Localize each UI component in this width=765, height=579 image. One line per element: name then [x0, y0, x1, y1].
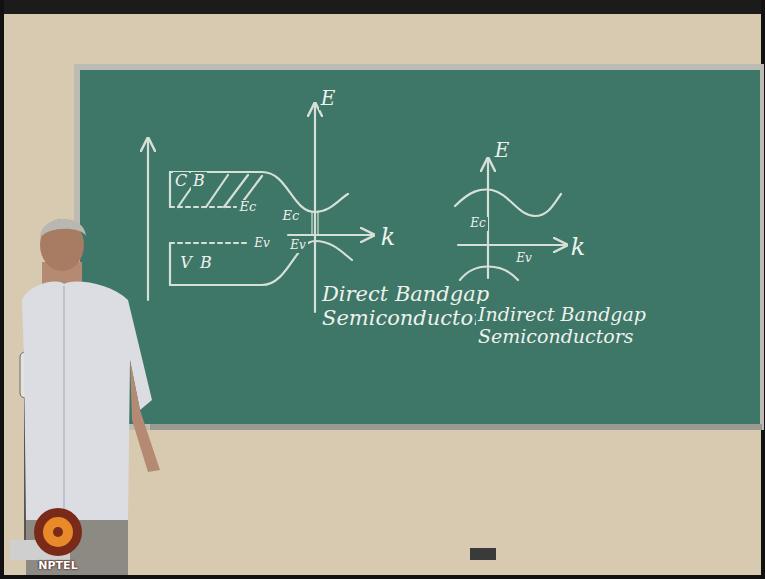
band-diagram-chalk: [148, 105, 565, 312]
band-letter: V: [178, 254, 194, 272]
title-chalk: Indirect Bandgap Semiconductors: [476, 304, 650, 348]
energy-level: Ev: [288, 239, 308, 253]
band-letter: B: [198, 254, 214, 272]
energy-level: Ev: [252, 237, 272, 251]
energy-level: Ec: [468, 217, 487, 231]
energy-level: Ec: [281, 209, 302, 224]
top-bar: [0, 0, 765, 14]
axis-label: E: [319, 87, 338, 110]
blackboard: [80, 70, 760, 424]
logo-text: NPTEL: [38, 560, 77, 573]
axis-label: k: [379, 224, 398, 252]
duster: [470, 548, 496, 560]
lecturer: [22, 219, 160, 575]
left-edge: [0, 0, 4, 579]
band-letter: C: [173, 172, 189, 190]
board-frame: [74, 64, 764, 430]
chalk-ledge: [150, 424, 762, 430]
energy-level: Ev: [514, 252, 534, 266]
logo-wheel: [43, 517, 73, 547]
logo-hub: [53, 527, 63, 537]
title-chalk: Direct Bandgap Semiconductors: [320, 282, 496, 330]
axis-label: k: [569, 234, 588, 262]
logo-disc: [34, 508, 82, 556]
energy-level: Ec: [238, 200, 259, 215]
bottom-edge: [0, 575, 765, 579]
band-letter: B: [191, 172, 207, 190]
axis-label: E: [493, 139, 512, 162]
